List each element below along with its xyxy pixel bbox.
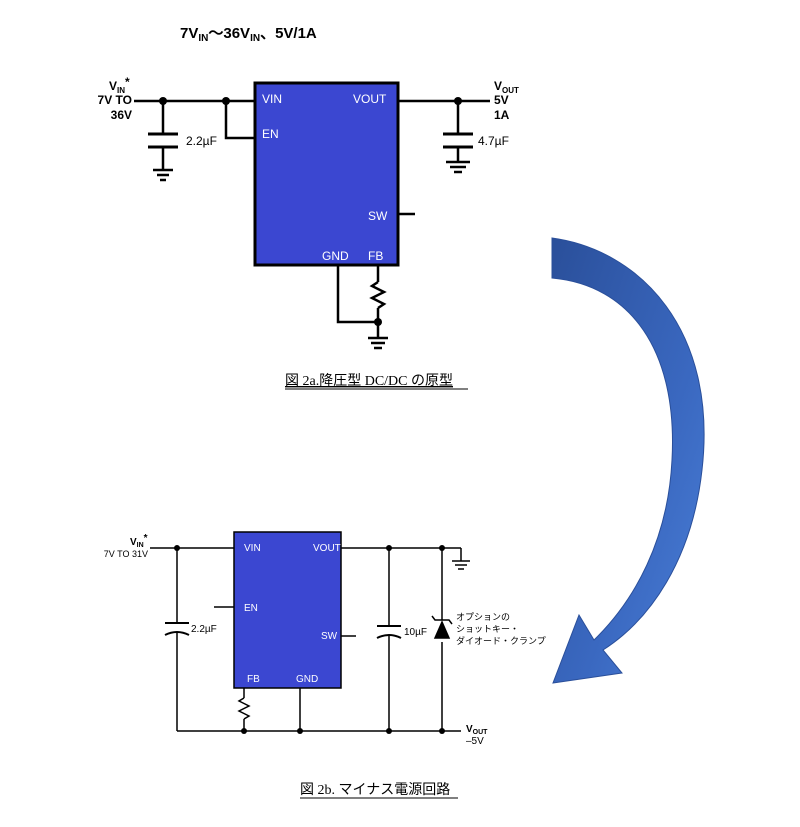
pin-en-a: EN <box>262 127 279 141</box>
vout-label-b: VOUT <box>466 724 488 736</box>
wires-a <box>134 99 490 338</box>
junction-dot <box>297 728 303 734</box>
junction-dot <box>374 318 382 326</box>
capacitor-out-a <box>443 132 473 149</box>
pin-gnd-a: GND <box>322 249 349 263</box>
transition-arrow-icon <box>551 237 705 684</box>
vout-current-a: 1A <box>494 108 510 122</box>
cap-in-value-b: 2.2µF <box>191 624 217 635</box>
figure-b: VIN EN VOUT SW FB GND <box>104 531 546 799</box>
junction-dot <box>386 728 392 734</box>
junction-dot <box>222 97 230 105</box>
ic-block-a <box>253 81 400 267</box>
ground-icon <box>446 160 470 174</box>
vout-voltage-b: –5V <box>466 736 484 747</box>
ground-icon <box>153 168 173 182</box>
junction-dot <box>439 545 445 551</box>
diode-note-line2: ショットキー・ <box>456 624 519 634</box>
pin-en-b: EN <box>244 603 258 614</box>
pin-vout-a: VOUT <box>353 92 387 106</box>
vin-label-a: VIN* <box>109 75 130 95</box>
pin-vout-b: VOUT <box>313 543 341 554</box>
ic-block-b <box>233 531 342 689</box>
figure-a: 7VIN〜36VIN、5V/1A VIN EN VOUT SW GND FB <box>98 25 519 390</box>
capacitor-in-a <box>148 132 178 149</box>
ground-icon <box>368 336 388 350</box>
figure-a-caption: 図 2a.降圧型 DC/DC の原型 <box>285 373 453 389</box>
pin-fb-b: FB <box>247 674 260 685</box>
junction-dot <box>174 545 180 551</box>
cap-out-value-a: 4.7µF <box>478 134 509 148</box>
diode-note-line1: オプションの <box>456 612 510 622</box>
capacitor-in-b <box>164 622 190 636</box>
capacitor-out-b <box>376 625 402 639</box>
junction-dot <box>241 728 247 734</box>
figure-b-caption: 図 2b. マイナス電源回路 <box>300 782 450 798</box>
ground-icon <box>452 560 470 570</box>
pin-fb-a: FB <box>368 249 383 263</box>
wires-b <box>150 547 462 732</box>
vout-label-a: VOUT <box>494 79 519 95</box>
diode-note-line3: ダイオード・クランプ <box>456 635 546 646</box>
pin-gnd-b: GND <box>296 674 318 685</box>
vin-range-a: 7V TO <box>98 93 132 107</box>
cap-out-value-b: 10µF <box>404 627 427 638</box>
junction-dot <box>159 97 167 105</box>
schottky-diode-icon <box>431 615 453 639</box>
pin-vin-a: VIN <box>262 92 282 106</box>
pin-vin-b: VIN <box>244 543 261 554</box>
pin-sw-b: SW <box>321 631 338 642</box>
pin-sw-a: SW <box>368 209 388 223</box>
vout-voltage-a: 5V <box>494 93 509 107</box>
figure-a-header: 7VIN〜36VIN、5V/1A <box>180 25 317 44</box>
junction-dot <box>454 97 462 105</box>
vin-label-b: VIN* <box>130 533 148 549</box>
vin-range-b: 7V TO 31V <box>104 549 148 559</box>
cap-in-value-a: 2.2µF <box>186 134 217 148</box>
junction-dot <box>439 728 445 734</box>
junction-dot <box>386 545 392 551</box>
vin-max-a: 36V <box>111 108 132 122</box>
